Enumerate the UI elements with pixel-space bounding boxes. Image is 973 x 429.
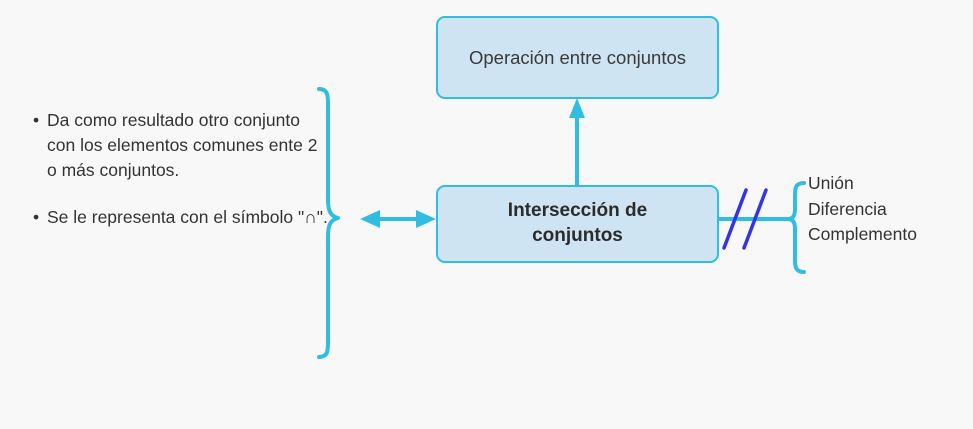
- left-curly-brace: [317, 87, 340, 359]
- bullet-marker-icon: •: [33, 110, 40, 130]
- related-operations-list: Unión Diferencia Complemento: [808, 171, 917, 248]
- bullet-list: • Da como resultado otro conjunto con lo…: [33, 108, 331, 229]
- list-item: Unión: [808, 173, 854, 193]
- double-slash-break-icon: [722, 188, 768, 250]
- node-operacion-label: Operación entre conjuntos: [469, 46, 686, 68]
- right-curly-brace: [787, 181, 806, 274]
- node-interseccion-de-conjuntos[interactable]: Intersección de conjuntos: [436, 185, 719, 263]
- bullet-marker-icon: •: [33, 206, 40, 227]
- list-item: • Se le representa con el símbolo "∩".: [33, 205, 331, 230]
- node-operacion-entre-conjuntos[interactable]: Operación entre conjuntos: [436, 16, 719, 99]
- arrow-up-icon: [569, 98, 585, 185]
- bullet-text: Da como resultado otro conjunto con los …: [47, 110, 318, 180]
- list-item: Complemento: [808, 224, 917, 245]
- bullet-text: Se le representa con el símbolo "∩".: [47, 206, 328, 227]
- double-headed-arrow-icon: [360, 210, 436, 228]
- node-interseccion-label: Intersección de conjuntos: [507, 200, 648, 246]
- list-item: Diferencia: [808, 198, 887, 219]
- list-item: • Da como resultado otro conjunto con lo…: [33, 108, 331, 183]
